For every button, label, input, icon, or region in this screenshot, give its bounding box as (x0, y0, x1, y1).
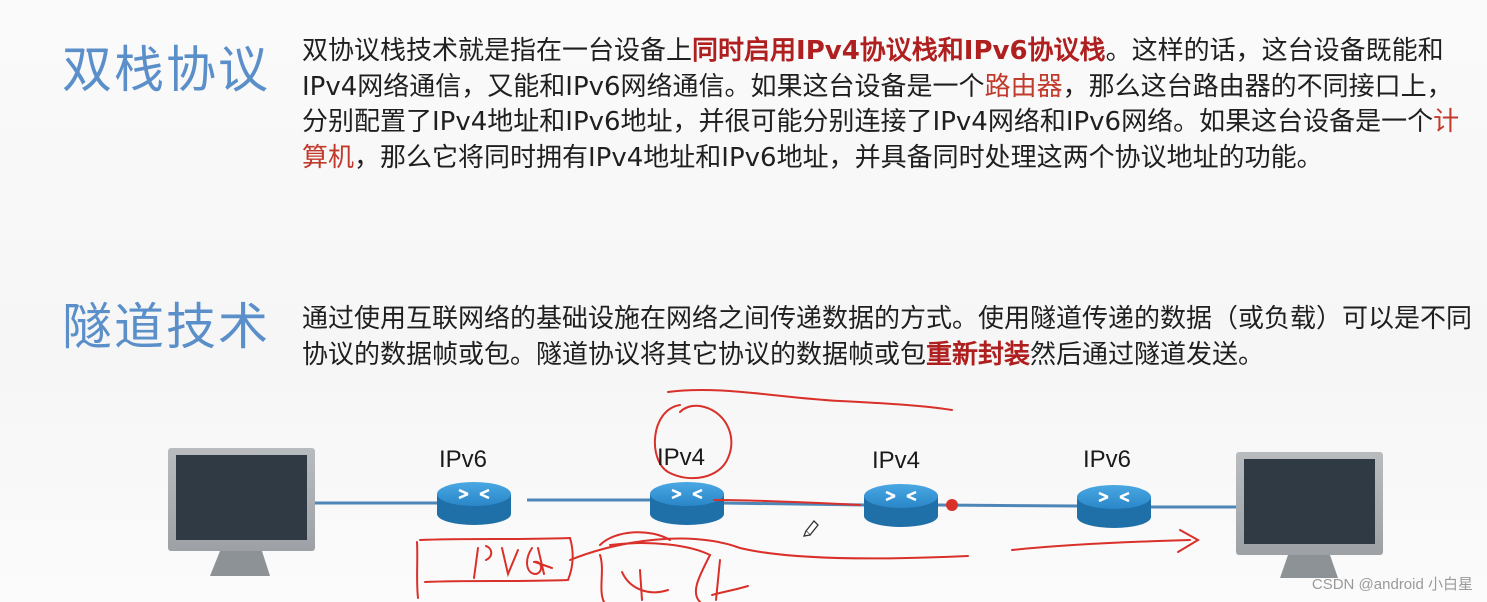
label-router-4: IPv6 (1083, 446, 1132, 473)
dual-stack-text-1: 双协议栈技术就是指在一台设备上 (302, 36, 693, 66)
router-2-icon (650, 482, 724, 525)
label-router-1: IPv6 (439, 446, 488, 473)
router-1-icon (437, 482, 511, 525)
label-router-2: IPv4 (657, 444, 706, 471)
dual-stack-highlight-1: 同时启用IPv4协议栈和IPv6协议栈 (692, 36, 1106, 66)
dual-stack-text-4: ，那么它将同时拥有IPv4地址和IPv6地址，并具备同时处理这两个协议地址的功能… (354, 142, 1323, 173)
router-3-icon (864, 484, 938, 527)
dual-stack-text-3: ，那么这台路由器的不同接口上，分别配置了IPv4地址和IPv6地址，并很可能分别… (302, 71, 1453, 138)
tunneling-paragraph: 通过使用互联网络的基础设施在网络之间传递数据的方式。使用隧道传递的数据（或负载）… (302, 302, 1487, 373)
dual-stack-highlight-2: 路由器 (984, 71, 1063, 102)
watermark: CSDN @android 小白星 (1311, 576, 1473, 593)
ink-dot (946, 499, 958, 511)
pen-cursor-icon (802, 520, 819, 537)
left-computer-icon (168, 448, 315, 576)
router-4-icon (1077, 485, 1151, 528)
dual-stack-text-2: 。这样的话，这台设备既能和IPv4网络通信，又能和IPv6网络通信。如果这台设备… (302, 36, 1444, 102)
right-computer-icon (1236, 452, 1383, 578)
ink-annotations (416, 388, 1200, 602)
tunneling-text-1: 通过使用互联网络的基础设施在网络之间传递数据的方式。使用隧道传递的数据（或负载）… (302, 304, 1473, 370)
dual-stack-highlight-3: 计算机 (302, 107, 1460, 173)
dual-stack-paragraph: 双协议栈技术就是指在一台设备上同时启用IPv4协议栈和IPv6协议栈。这样的话，… (302, 34, 1462, 176)
dual-stack-title: 双栈协议 (62, 41, 270, 99)
tunneling-highlight-1: 重新封装 (926, 339, 1031, 370)
tunneling-text-2: 然后通过隧道发送。 (1030, 339, 1265, 370)
tunneling-title: 隧道技术 (62, 298, 270, 356)
label-router-3: IPv4 (872, 447, 921, 474)
